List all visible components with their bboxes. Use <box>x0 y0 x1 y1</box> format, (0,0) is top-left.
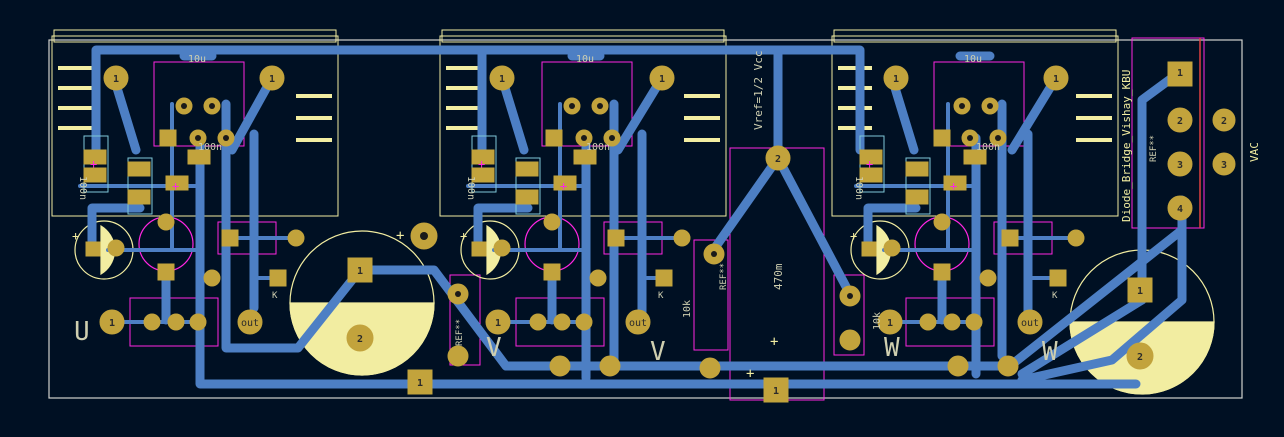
polarity-plus-icon: + <box>560 179 567 193</box>
pad-label: 2 <box>1177 116 1183 127</box>
silkscreen-text: 1 1 1 1 1 1 1 2 2 3 3 4 2 1 2 1 2 1 1 1 … <box>109 68 1227 397</box>
pad-label: 1 <box>773 386 779 397</box>
polarity-plus-icon: + <box>950 179 957 193</box>
cap-value: 10u <box>188 54 206 65</box>
k-label: K <box>1052 291 1058 301</box>
pad-label: 3 <box>1177 160 1183 171</box>
cap-value: 100n <box>77 176 88 200</box>
pad-label: 1 <box>109 318 115 329</box>
polarity-plus-icon: + <box>850 229 857 243</box>
board-edge <box>48 39 1243 399</box>
cap-value: 100n <box>586 142 610 153</box>
ref-designator: REF** <box>719 263 729 290</box>
cap-value: 100n <box>853 176 864 200</box>
pad-label: 1 <box>1053 74 1059 85</box>
polarity-plus-icon: + <box>72 229 79 243</box>
pad-label: 4 <box>1177 204 1183 215</box>
pad-label: 2 <box>1137 352 1143 363</box>
pad-label: 2 <box>775 154 781 165</box>
drill-holes <box>181 103 1001 299</box>
fab-text: out out out K K K 100n 100n 100n 100n 10… <box>72 51 1261 382</box>
cap-value: 10u <box>576 54 594 65</box>
pad-label: 1 <box>417 378 423 389</box>
resistor-value: 10k <box>682 300 693 318</box>
resistor-value: 470m <box>772 263 785 290</box>
polarity-plus-icon: + <box>478 157 485 171</box>
channel-u-label: U <box>74 317 90 347</box>
diode-bridge-label: Diode_Bridge_Vishay_KBU <box>1120 70 1133 222</box>
channel-w-label: W <box>1042 337 1058 367</box>
pad-label: 1 <box>113 74 119 85</box>
polarity-plus-icon: + <box>770 334 778 350</box>
channel-v-label: V <box>650 337 666 367</box>
out-label: out <box>241 318 259 329</box>
channel-v-label: V <box>486 333 502 363</box>
polarity-plus-icon: + <box>866 157 873 171</box>
channel-w-label: W <box>884 333 900 363</box>
pad-label: 1 <box>269 74 275 85</box>
polarity-plus-icon: + <box>396 228 404 244</box>
pad-label: 1 <box>1177 68 1183 79</box>
pad-label: 1 <box>357 266 363 277</box>
pad-label: 2 <box>1221 116 1227 127</box>
pads <box>83 61 1236 403</box>
pad-label: 1 <box>659 74 665 85</box>
copper-traces <box>78 45 1187 389</box>
polarity-plus-icon: + <box>172 179 179 193</box>
pad-label: 1 <box>887 318 893 329</box>
cap-value: 10u <box>964 54 982 65</box>
out-label: out <box>629 318 647 329</box>
ref-designator: REF** <box>1149 135 1159 162</box>
cap-value: 100n <box>465 176 476 200</box>
k-label: K <box>658 291 664 301</box>
resistor-value: 10k <box>872 312 883 330</box>
pad-label: 1 <box>499 74 505 85</box>
polarity-plus-icon: + <box>90 157 97 171</box>
pad-label: 1 <box>495 318 501 329</box>
k-label: K <box>272 291 278 301</box>
pad-label: 3 <box>1221 160 1227 171</box>
pad-label: 1 <box>1137 286 1143 297</box>
pad-label: 1 <box>893 74 899 85</box>
ref-designator: REF** <box>455 319 465 346</box>
pad-label: 2 <box>357 334 363 345</box>
cap-value: 100n <box>976 142 1000 153</box>
vac-label: VAC <box>1248 142 1261 162</box>
vref-label: Vref=1/2 Vcc <box>752 51 765 130</box>
out-label: out <box>1021 318 1039 329</box>
cap-value: 100n <box>198 142 222 153</box>
polarity-plus-icon: + <box>746 366 754 382</box>
polarity-plus-icon: + <box>460 229 467 243</box>
